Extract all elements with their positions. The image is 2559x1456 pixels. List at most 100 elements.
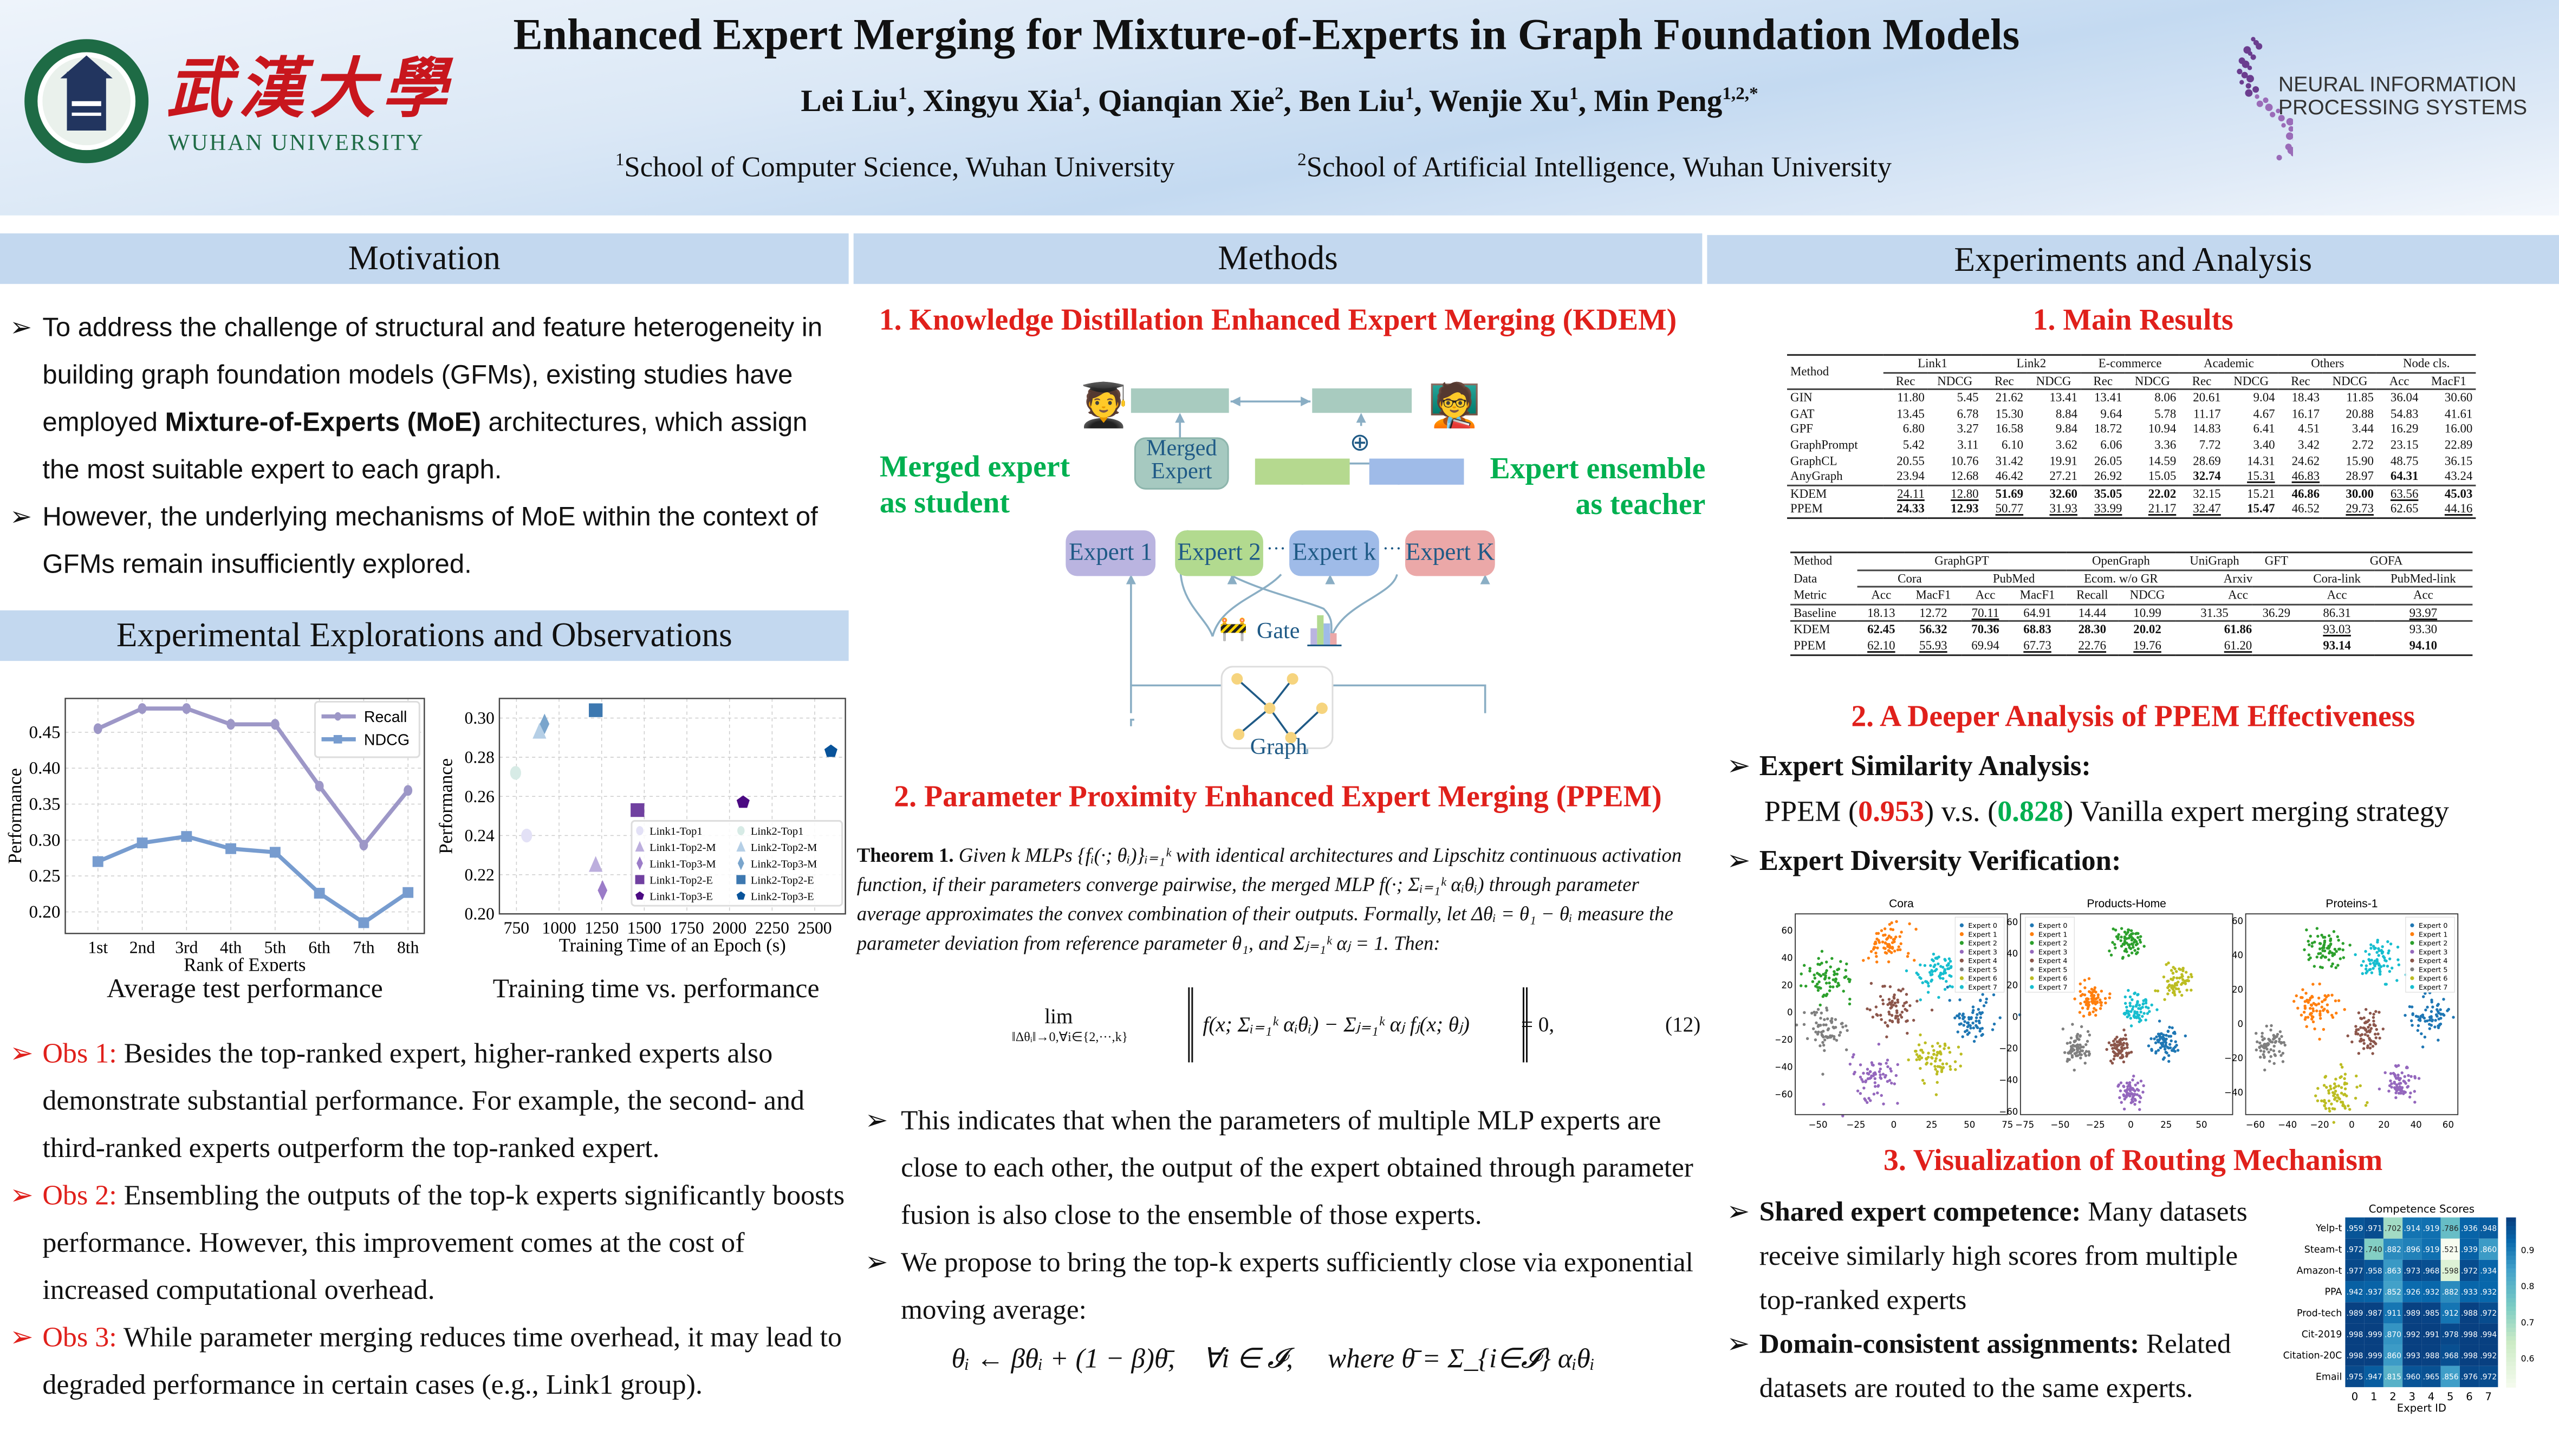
tsne-point-expert-5 (1821, 1041, 1824, 1044)
tsne-point-expert-5 (2263, 1068, 2266, 1072)
tsne-point-expert-7 (1943, 987, 1947, 991)
tsne-point-expert-7 (2396, 958, 2400, 961)
tsne-point-expert-3 (2116, 1084, 2120, 1088)
tsne-point-expert-1 (2095, 1000, 2099, 1004)
tsne-point-expert-3 (1867, 1072, 1870, 1076)
tsne-point-expert-2 (1842, 990, 1845, 993)
th-model: OpenGraph (2066, 551, 2177, 571)
tsne-point-expert-6 (1919, 1067, 1922, 1070)
diversity-bullet: ➢Expert Diversity Verification: (1727, 837, 2121, 885)
tsne-point-expert-1 (2323, 1007, 2326, 1011)
tsne-point-expert-7 (2139, 1010, 2142, 1014)
heatmap-cell (2402, 1217, 2422, 1239)
colorbar-segment (2506, 1306, 2516, 1311)
legend-label: Expert 7 (2038, 983, 2067, 991)
cell-value: .998 (2461, 1352, 2478, 1361)
tsne-point-expert-7 (2377, 954, 2380, 957)
tsne-point-expert-5 (1816, 1032, 1820, 1036)
teacher-output-bar (1312, 388, 1412, 413)
legend-marker (2410, 923, 2414, 927)
tsne-point-expert-5 (2276, 1032, 2279, 1036)
tsne-point-expert-6 (2331, 1107, 2335, 1110)
tsne-point-expert-0 (2421, 995, 2425, 998)
x-tick-label: 3 (2409, 1390, 2415, 1403)
cell-value: .521 (2442, 1246, 2459, 1254)
tsne-point-expert-6 (2343, 1107, 2347, 1110)
tsne-point-expert-2 (2120, 935, 2123, 939)
tsne-point-expert-6 (1934, 1057, 1938, 1060)
tsne-point-expert-5 (2070, 1049, 2074, 1053)
tsne-point-expert-2 (2116, 935, 2120, 939)
legend-marker (1959, 958, 1964, 963)
tsne-point-expert-6 (2345, 1094, 2348, 1097)
th-model: GOFA (2300, 551, 2473, 571)
tsne-point-expert-5 (1803, 1011, 1806, 1015)
legend-label: Expert 5 (2419, 965, 2447, 973)
tsne-point-expert-3 (2393, 1074, 2397, 1077)
tsne-point-expert-6 (1945, 1062, 1949, 1065)
heatmap-cell (2479, 1217, 2498, 1239)
tsne-point-expert-4 (2126, 1053, 2129, 1056)
legend-marker (2410, 950, 2414, 954)
tsne-point-expert-3 (1856, 1089, 1860, 1093)
tsne-point-expert-0 (2411, 1013, 2414, 1016)
tsne-point-expert-2 (2334, 966, 2337, 970)
colorbar-segment (2506, 1251, 2516, 1256)
tsne-point-expert-2 (2327, 934, 2331, 938)
tsne-point-expert-7 (1928, 971, 1932, 974)
bullet-arrow-icon: ➢ (1726, 1328, 1750, 1360)
heatmap-cell (2421, 1366, 2441, 1387)
tsne-point-expert-4 (2357, 1051, 2361, 1055)
th-metric: Acc (2228, 588, 2248, 603)
value-cell: 61.20 (2176, 638, 2300, 655)
cell-value: .856 (2442, 1373, 2459, 1382)
tsne-point-expert-1 (2306, 1016, 2310, 1019)
tsne-point-expert-7 (1932, 959, 1935, 963)
tsne-point-expert-2 (2139, 940, 2142, 944)
neurips-dot (2237, 68, 2243, 75)
tsne-point-expert-1 (1886, 942, 1889, 946)
tsne-point-expert-3 (2402, 1092, 2405, 1095)
author-sup: 1 (898, 84, 907, 105)
legend-marker (2030, 976, 2034, 980)
colorbar-segment (2506, 1340, 2516, 1346)
value-cell: 18.13 (1857, 603, 1905, 622)
legend-marker (2410, 967, 2414, 972)
th-metric: Acc (2327, 588, 2347, 603)
tsne-point-expert-5 (1819, 1017, 1822, 1020)
tsne-point-expert-4 (2378, 1036, 2381, 1040)
tsne-point-expert-3 (1853, 1070, 1856, 1074)
tsne-point-expert-4 (1881, 998, 1885, 1002)
tsne-point-expert-6 (1921, 1078, 1925, 1082)
tsne-point-expert-7 (1919, 963, 1922, 967)
tsne-point-expert-3 (2389, 1072, 2393, 1075)
th-model: GFT (2252, 551, 2300, 571)
colorbar-tick: 0.8 (2521, 1281, 2535, 1291)
heatmap-cell (2440, 1302, 2460, 1324)
tsne-point-expert-4 (1879, 1013, 1882, 1017)
tsne-point-expert-0 (2421, 1013, 2425, 1017)
tsne-point-expert-0 (2168, 1043, 2172, 1046)
expert-1-box: Expert 1 (1066, 530, 1156, 576)
tsne-point-expert-2 (2341, 942, 2344, 945)
eq-body: f(x; Σᵢ₌₁ᵏ αᵢθᵢ) − Σⱼ₌₁ᵏ αⱼ fⱼ(x; θⱼ) (1188, 987, 1528, 1063)
tsne-point-expert-0 (2161, 1035, 2165, 1038)
data-point-recall (404, 785, 413, 796)
tsne-point-expert-4 (2360, 1039, 2363, 1043)
tsne-point-expert-2 (1824, 994, 1828, 997)
tsne-point-expert-2 (2109, 953, 2113, 957)
row-label: Steam-t (2304, 1244, 2342, 1255)
tsne-point-expert-7 (2372, 945, 2375, 948)
text: PPEM ( (1764, 795, 1859, 828)
tsne-point-expert-3 (2390, 1082, 2393, 1086)
neurips-dot (2247, 66, 2252, 70)
tsne-point-expert-3 (2403, 1075, 2406, 1078)
value-cell: 20.55 (1896, 453, 1925, 468)
graph-label: Graph (1250, 736, 1308, 760)
value-cell: 3.40 (2253, 437, 2275, 452)
tsne-point-expert-5 (1844, 1048, 1848, 1051)
tsne-point-expert-2 (2139, 935, 2142, 938)
tsne-point-expert-0 (2174, 1040, 2177, 1043)
tsne-point-expert-0 (2437, 1038, 2440, 1042)
tsne-point-expert-0 (2170, 1039, 2173, 1043)
